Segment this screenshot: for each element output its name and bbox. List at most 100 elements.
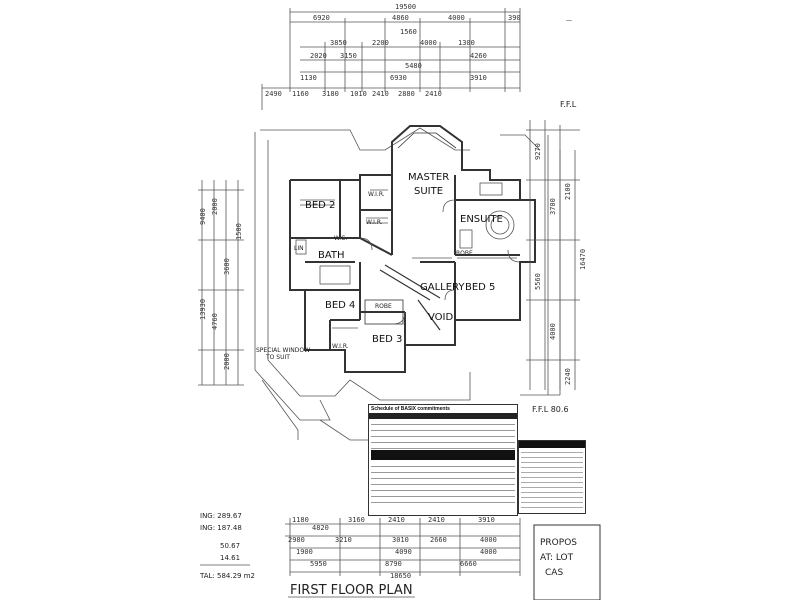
area-line: 14.61 xyxy=(220,554,240,562)
room-label-robe-2: ROBE xyxy=(456,250,473,257)
basix-side-line xyxy=(521,469,583,473)
top-dim: 2880 xyxy=(398,90,415,98)
basix-side-line xyxy=(521,449,583,453)
top-right-note: — xyxy=(566,17,572,24)
basix-row xyxy=(371,467,515,473)
left-dim: 2000 xyxy=(223,353,231,370)
left-dim: 13930 xyxy=(199,299,207,320)
right-dim: 3700 xyxy=(549,198,557,215)
room-label-bed4: BED 4 xyxy=(325,300,355,311)
room-label-suite: SUITE xyxy=(414,186,443,197)
basix-table-header xyxy=(369,413,517,419)
vanity xyxy=(479,182,503,196)
walls xyxy=(289,125,536,373)
basix-row xyxy=(371,473,515,479)
top-dim: 4260 xyxy=(470,52,487,60)
basix-side-line xyxy=(521,504,583,508)
top-dim: 1160 xyxy=(292,90,309,98)
fixtures xyxy=(295,182,521,329)
top-dim: 3180 xyxy=(322,90,339,98)
room-label-bed2: BED 2 xyxy=(305,200,335,211)
right-dim: 2100 xyxy=(564,183,572,200)
basix-row xyxy=(371,491,515,497)
bottom-dim: 1900 xyxy=(296,548,313,556)
plan-title: FIRST FLOOR PLAN xyxy=(290,583,413,598)
room-label-void: VOID xyxy=(428,312,453,323)
top-dim: 6930 xyxy=(390,74,407,82)
top-dim: 3150 xyxy=(340,52,357,60)
room-label-bath: BATH xyxy=(318,250,345,261)
wc-pan xyxy=(295,239,307,255)
left-dimension-chains: 9400 2000 3600 13930 4760 2000 1500 xyxy=(198,180,244,386)
basix-side-line xyxy=(521,489,583,493)
top-dim: 1560 xyxy=(400,28,417,36)
basix-row xyxy=(371,461,515,467)
basix-side-line xyxy=(521,464,583,468)
top-dim: 4860 xyxy=(392,14,409,22)
bottom-dim: 8790 xyxy=(385,560,402,568)
title-block-line-1: PROPOS xyxy=(540,538,577,548)
bottom-dim: 2410 xyxy=(388,516,405,524)
special-window-label-2: TO SUIT xyxy=(265,354,290,361)
gallery-balustrade xyxy=(364,264,441,331)
room-label-robe-1: ROBE xyxy=(375,303,392,310)
right-dim: 2240 xyxy=(564,368,572,385)
top-dim: 1010 xyxy=(350,90,367,98)
title-block-line-3: CAS xyxy=(545,568,563,578)
top-dim: 2410 xyxy=(372,90,389,98)
top-dim: 5480 xyxy=(405,62,422,70)
special-window-label: SPECIAL WINDOW xyxy=(256,347,310,354)
bottom-dim: 1180 xyxy=(292,516,309,524)
basix-side-line xyxy=(521,484,583,488)
bottom-dim: 4000 xyxy=(480,548,497,556)
basix-row xyxy=(371,479,515,485)
room-label-wir-2: W.I.R. xyxy=(366,219,383,226)
basix-row xyxy=(371,497,515,503)
basix-side-line xyxy=(521,454,583,458)
basix-row xyxy=(371,431,515,437)
basix-side-line xyxy=(521,479,583,483)
left-dim: 9400 xyxy=(199,208,207,225)
right-dim: 4000 xyxy=(549,323,557,340)
ffl-right-label: F.F.L 80.6 xyxy=(532,405,569,414)
bottom-dim: 2410 xyxy=(428,516,445,524)
basix-row xyxy=(371,437,515,443)
basix-schedule-table: Schedule of BASIX commitments xyxy=(368,404,518,516)
left-dim: 1500 xyxy=(235,223,243,240)
room-label-gallery: GALLERY xyxy=(420,282,465,293)
bottom-dim: 5950 xyxy=(310,560,327,568)
top-dim: 6920 xyxy=(313,14,330,22)
basix-side-line xyxy=(521,494,583,498)
room-label-master: MASTER xyxy=(408,172,449,183)
top-dim: 390 xyxy=(508,14,521,22)
basix-section-header xyxy=(371,450,515,460)
bottom-dimension-chains: 1180 3160 2410 2410 3910 4820 2980 3210 … xyxy=(285,516,521,580)
top-dim: 2200 xyxy=(372,39,389,47)
top-dim: 2020 xyxy=(310,52,327,60)
top-dimension-chains: 19500 6920 4860 4000 390 3850 2200 4000 … xyxy=(261,3,577,110)
right-dim: 5560 xyxy=(534,273,542,290)
bottom-dim: 4820 xyxy=(312,524,329,532)
room-label-wir-3: W.I.R. xyxy=(332,343,349,350)
room-label-wir-1: W.I.R. xyxy=(368,191,385,198)
area-line: TAL: 584.29 m2 xyxy=(199,572,255,580)
title-block-line-2: AT: LOT xyxy=(540,553,574,563)
area-line: ING: 289.67 xyxy=(200,512,242,520)
basix-row xyxy=(371,425,515,431)
right-dimension-chains: 9270 3700 2100 5560 16470 4000 2240 F.F.… xyxy=(526,120,587,414)
basix-row xyxy=(371,443,515,449)
basix-side-line xyxy=(521,474,583,478)
bottom-dim: 4090 xyxy=(395,548,412,556)
shower xyxy=(459,229,473,249)
basix-row xyxy=(371,485,515,491)
basix-side-header xyxy=(519,441,585,448)
room-labels: MASTER SUITE BED 2 BED 3 BED 4 BED 5 ENS… xyxy=(256,172,503,361)
bottom-dim: 6660 xyxy=(460,560,477,568)
right-dim: 9270 xyxy=(534,143,542,160)
left-dim: 2000 xyxy=(211,198,219,215)
bottom-dim: 3910 xyxy=(478,516,495,524)
ffl-top-label: F.F.L xyxy=(560,100,577,109)
basix-row xyxy=(371,419,515,425)
top-dim: 1300 xyxy=(458,39,475,47)
